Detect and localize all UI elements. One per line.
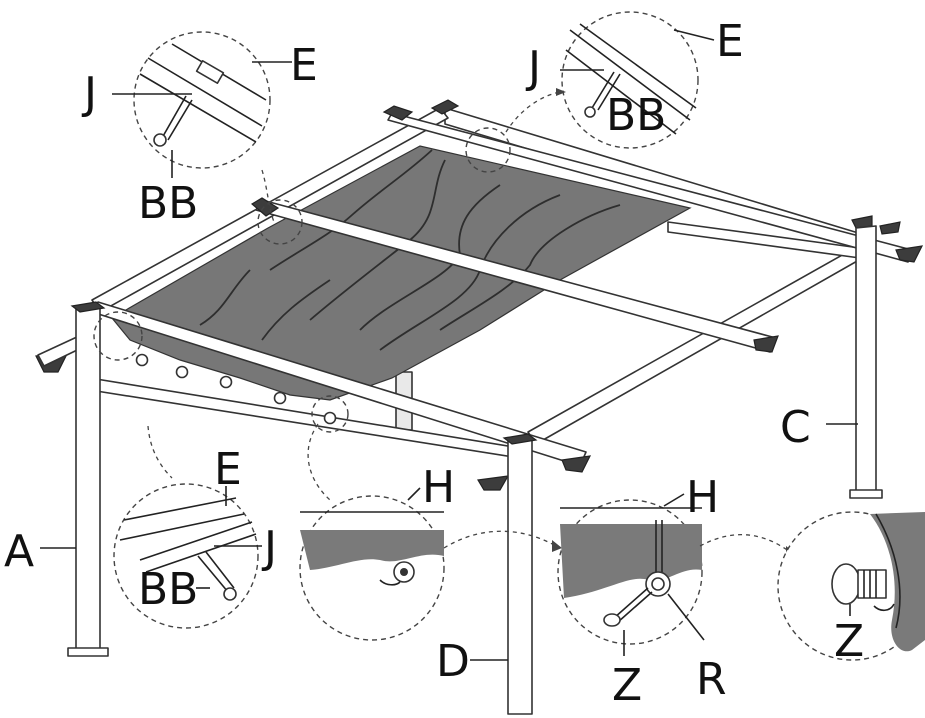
label-c: C [780, 402, 811, 453]
label-e-bottom: E [214, 444, 242, 495]
marker-front-beam [93, 311, 143, 361]
detail-knob [777, 511, 925, 661]
label-bb-top-right: BB [606, 90, 666, 141]
post-a-cap [70, 301, 106, 313]
roller-4 [273, 391, 287, 405]
label-a: A [4, 526, 34, 577]
label-h-roller: H [422, 462, 455, 513]
label-z-knob: Z [834, 616, 864, 667]
rafter-middle-cap-left [250, 197, 280, 217]
pergola-structure [35, 99, 924, 715]
label-e-top-right: E [716, 16, 744, 67]
rafter-upper-cap-right [895, 245, 924, 263]
detail-top-right [505, 11, 715, 149]
marker-rafter-middle [257, 199, 303, 245]
label-bb-bottom: BB [138, 564, 198, 615]
leader-lines [40, 423, 858, 661]
roller-group [135, 353, 337, 425]
post-d-cap [502, 433, 538, 445]
label-r: R [696, 654, 727, 705]
rear-cap-1 [430, 99, 460, 115]
beam-cap-d [477, 475, 510, 491]
post-a [75, 305, 101, 651]
label-z-bracket: Z [612, 660, 642, 711]
label-j-top-right: J [525, 42, 541, 93]
detail-bottom-left [113, 425, 262, 629]
canopy-shade [111, 145, 692, 401]
detail-bottom-left-circle [113, 483, 259, 629]
post-a-base [67, 647, 109, 657]
post-d [507, 437, 533, 715]
roller-2 [175, 365, 189, 379]
beam-front-right [527, 244, 867, 445]
label-h-bracket: H [686, 472, 719, 523]
post-c [855, 225, 877, 493]
labels: J E BB J E BB A C D E J BB H H Z R Z [4, 16, 864, 711]
roller-1 [135, 353, 149, 367]
marker-roller [311, 395, 349, 433]
detail-bracket [557, 493, 796, 656]
detail-top-right-circle [561, 11, 699, 149]
roller-5 [323, 411, 337, 425]
detail-top-left-circle [133, 31, 271, 169]
rafter-upper-cap-left [382, 105, 414, 121]
label-j-bottom: J [261, 522, 277, 573]
callout-markers [93, 127, 511, 433]
label-bb-top-left: BB [138, 178, 198, 229]
rafter-front-cap-right [561, 455, 592, 473]
marker-rafter-upper [465, 127, 511, 173]
rafter-middle-cap-right [753, 335, 779, 353]
label-e-top-left: E [290, 40, 318, 91]
rear-cap-3 [879, 221, 901, 235]
detail-roller [299, 423, 562, 641]
label-d: D [436, 636, 470, 687]
label-j-top-left: J [81, 68, 97, 119]
post-c-base [849, 489, 883, 499]
detail-top-left [112, 31, 292, 223]
roller-3 [219, 375, 233, 389]
